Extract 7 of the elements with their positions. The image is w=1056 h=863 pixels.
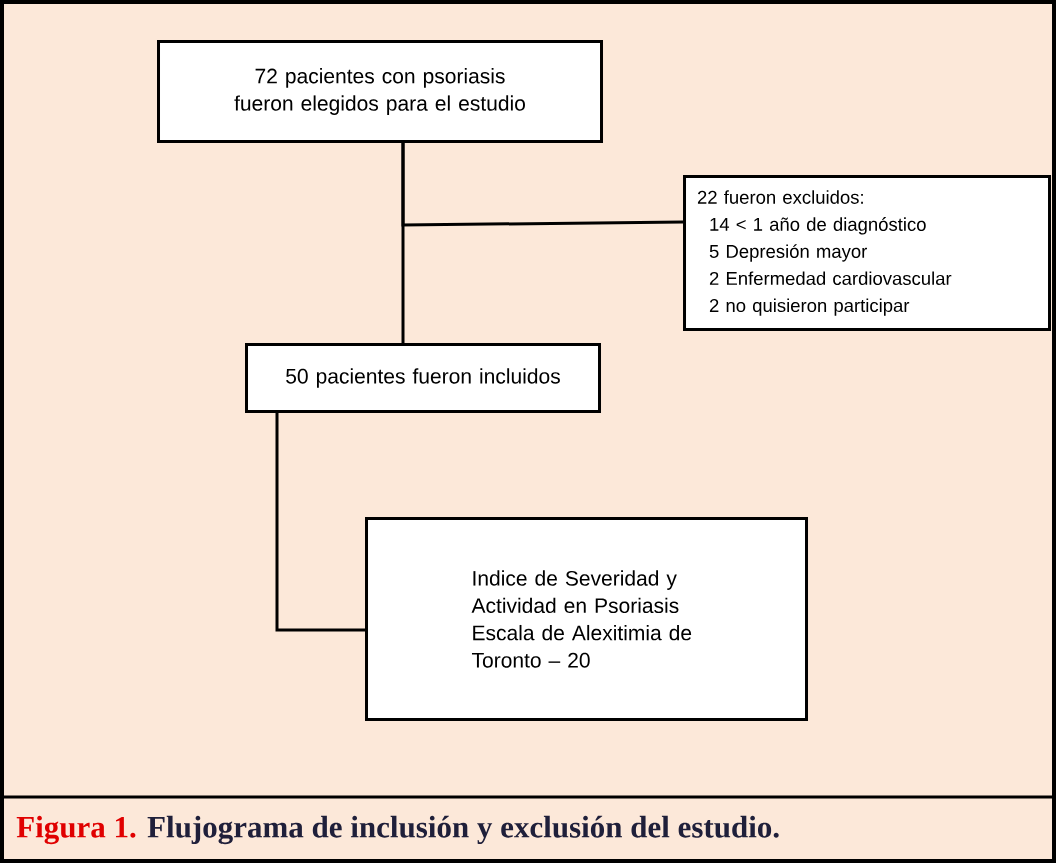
connector-line — [401, 143, 405, 343]
process-box: Indice de Severidad y Actividad en Psoriasis Escala de Alexitimia de Toronto – 20 — [365, 517, 808, 721]
process-box: 72 pacientes con psoriasis fueron elegidos para el estudio — [157, 40, 603, 143]
figure-caption: Figura 1. Flujograma de inclusión y exclusión del estudio. — [16, 815, 779, 845]
process-box: 22 fueron excluidos: 14 < 1 año de diagnóstico 5 Depresión mayor 2 Enfermedad cardiovascular 2 no quisieron participar — [683, 175, 1051, 331]
process-box: 50 pacientes fueron incluidos — [245, 343, 601, 413]
connector-line — [275, 413, 365, 632]
